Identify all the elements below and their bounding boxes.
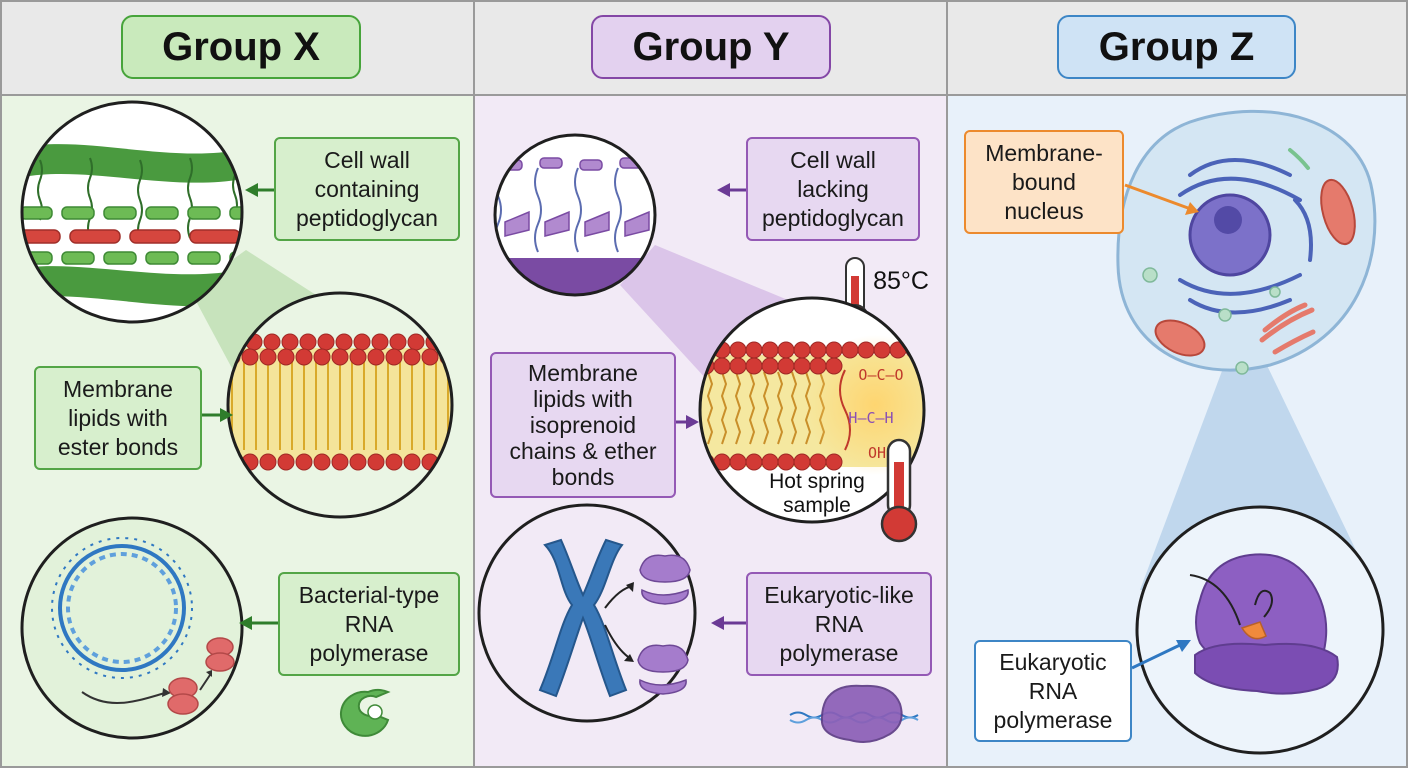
ether-bond-formula-mid: H—C—H: [848, 409, 894, 427]
polymerase-on-dna-icon: [789, 684, 919, 743]
arrow: [1131, 640, 1191, 670]
bacterial-polymerase-icon: [339, 689, 391, 737]
ether-membrane-icon: [698, 296, 926, 524]
label-line: Hot spring: [769, 470, 865, 493]
label-line: bound: [1012, 168, 1076, 195]
label-line: peptidoglycan: [762, 204, 904, 231]
ether-bond-formula-top: O—C—O: [858, 366, 904, 384]
group-y-title: Group Y: [591, 15, 831, 79]
ether-bond-formula-bottom: OH: [867, 444, 887, 462]
label-y-cell-wall: Cell wall lacking peptidoglycan: [746, 137, 920, 241]
label-line: Membrane-: [985, 139, 1103, 166]
label-z-rna-polymerase: Eukaryotic RNA polymerase: [974, 640, 1132, 742]
label-y-membrane: Membrane lipids with isoprenoid chains &…: [490, 352, 676, 498]
chromosome-icon: [477, 503, 697, 723]
label-x-rna-polymerase: Bacterial-type RNA polymerase: [278, 572, 460, 676]
label-line: RNA: [344, 610, 394, 637]
hot-spring-label: Hot spring sample: [752, 470, 882, 518]
label-x-membrane: Membrane lipids with ester bonds: [34, 366, 202, 470]
label-line: polymerase: [993, 706, 1113, 733]
group-z-title: Group Z: [1057, 15, 1296, 79]
label-line: nucleus: [1004, 197, 1084, 224]
column-divider: [473, 0, 475, 768]
eukaryotic-cell-icon: [1116, 109, 1377, 375]
label-line: polymerase: [779, 639, 899, 666]
label-line: lacking: [797, 175, 869, 202]
label-line: Eukaryotic-like: [764, 581, 914, 608]
label-y-rna-polymerase: Eukaryotic-like RNA polymerase: [746, 572, 932, 676]
label-z-nucleus: Membrane- bound nucleus: [964, 130, 1124, 234]
label-line: sample: [783, 494, 851, 517]
group-x-title: Group X: [121, 15, 361, 79]
label-line: lipids with: [533, 386, 633, 412]
label-line: Cell wall: [324, 146, 410, 173]
arrow: [200, 183, 278, 630]
label-line: containing: [314, 175, 420, 202]
label-line: bonds: [551, 464, 615, 490]
circular-dna-icon: [20, 516, 244, 740]
ester-membrane-icon: [226, 291, 454, 519]
label-line: Eukaryotic: [999, 648, 1107, 675]
temperature-label: 85°C: [873, 267, 929, 295]
label-x-cell-wall: Cell wall containing peptidoglycan: [274, 137, 460, 241]
arrow: [1124, 183, 1199, 215]
column-divider: [946, 0, 948, 768]
label-line: lipids with: [68, 404, 168, 431]
label-line: RNA: [1028, 677, 1078, 704]
label-line: Membrane: [528, 360, 638, 386]
thermometer-icon: [880, 438, 918, 543]
label-line: ester bonds: [57, 433, 179, 460]
label-line: RNA: [814, 610, 864, 637]
label-line: isoprenoid: [529, 412, 637, 438]
eukaryotic-polymerase-icon: [1135, 505, 1385, 755]
label-line: Cell wall: [790, 146, 876, 173]
cell-wall-no-peptidoglycan-icon: [493, 133, 657, 297]
label-line: peptidoglycan: [296, 204, 438, 231]
label-line: chains & ether: [509, 438, 657, 464]
label-line: polymerase: [309, 639, 429, 666]
arrow: [675, 183, 746, 630]
label-line: Membrane: [63, 375, 173, 402]
label-line: Bacterial-type: [298, 581, 440, 608]
